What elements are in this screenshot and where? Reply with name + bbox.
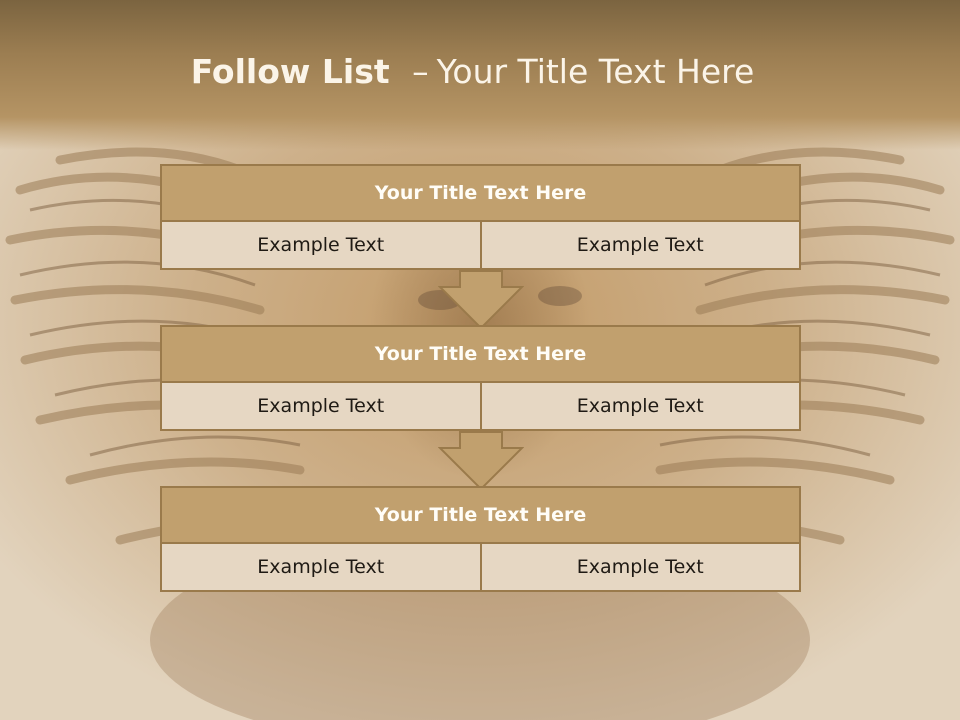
down-arrow-icon (438, 431, 524, 491)
step-cell-right: Example Text (479, 222, 799, 268)
step-title: Your Title Text Here (162, 327, 799, 383)
slide-title-dash: – (412, 52, 429, 91)
header-band (0, 0, 960, 150)
slide-title-bold: Follow List (190, 52, 390, 91)
step-box-1: Your Title Text Here Example Text Exampl… (160, 164, 801, 270)
step-row: Example Text Example Text (162, 544, 799, 590)
step-row: Example Text Example Text (162, 383, 799, 429)
step-cell-left: Example Text (162, 222, 480, 268)
slide-title: Follow List –Your Title Text Here (0, 52, 945, 91)
step-title: Your Title Text Here (162, 488, 799, 544)
slide-title-rest: Your Title Text Here (436, 52, 755, 91)
down-arrow-icon (438, 270, 524, 330)
step-cell-right: Example Text (479, 383, 799, 429)
step-cell-right: Example Text (479, 544, 799, 590)
step-cell-left: Example Text (162, 544, 480, 590)
step-title: Your Title Text Here (162, 166, 799, 222)
step-row: Example Text Example Text (162, 222, 799, 268)
step-box-3: Your Title Text Here Example Text Exampl… (160, 486, 801, 592)
step-box-2: Your Title Text Here Example Text Exampl… (160, 325, 801, 431)
step-cell-left: Example Text (162, 383, 480, 429)
